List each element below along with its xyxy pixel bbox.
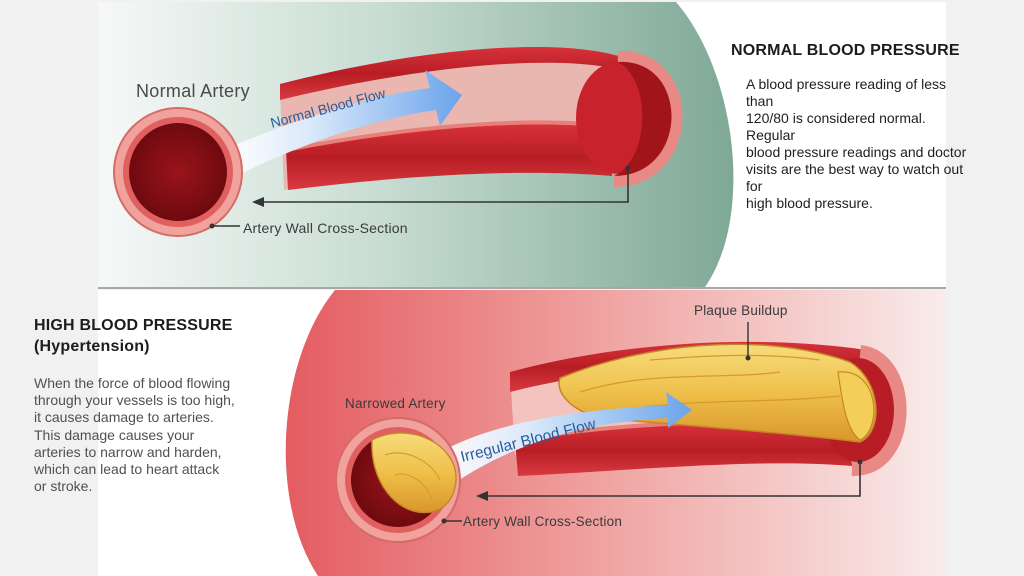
plaque-buildup-label: Plaque Buildup xyxy=(694,303,788,318)
normal-text-line: for xyxy=(746,178,763,194)
high-text-line: which can lead to heart attack xyxy=(34,461,220,478)
normal-pointer-line xyxy=(262,168,629,203)
narrowed-cross-section xyxy=(335,417,461,543)
normal-text-line: 120/80 is considered normal. xyxy=(746,110,926,126)
normal-text-line: than xyxy=(746,93,774,109)
normal-heading: NORMAL BLOOD PRESSURE xyxy=(731,42,960,59)
normal-text-line: Regular xyxy=(746,127,796,143)
normal-text-line: blood pressure readings and doctor xyxy=(746,144,967,160)
normal-text-line: high blood pressure. xyxy=(746,195,873,211)
normal-artery-tube xyxy=(280,46,683,190)
normal-description: A blood pressure reading of less than 12… xyxy=(746,76,1016,212)
normal-cross-section-label: Artery Wall Cross-Section xyxy=(243,220,408,236)
high-text-line: or stroke. xyxy=(34,478,93,495)
high-text-line: through your vessels is too high, xyxy=(34,392,235,409)
normal-text-line: visits are the best way to watch out xyxy=(746,161,964,177)
normal-text-line: A blood pressure reading of less xyxy=(746,76,947,92)
high-text-line: When the force of blood flowing xyxy=(34,375,231,391)
high-text-line: it causes damage to arteries. xyxy=(34,409,214,426)
high-heading: HIGH BLOOD PRESSURE (Hypertension) xyxy=(34,315,233,357)
narrowed-artery-label: Narrowed Artery xyxy=(345,396,446,411)
normal-artery-label: Normal Artery xyxy=(136,81,250,101)
irregular-blood-flow-arrow xyxy=(440,392,692,482)
high-description: When the force of blood flowing through … xyxy=(34,375,274,495)
high-heading-line1: HIGH BLOOD PRESSURE xyxy=(34,317,233,334)
normal-cross-section xyxy=(113,107,243,237)
high-heading-line2: (Hypertension) xyxy=(34,338,150,355)
high-pointer-line xyxy=(486,462,861,497)
high-cross-section-label: Artery Wall Cross-Section xyxy=(463,514,623,529)
high-text-line: arteries to narrow and harden, xyxy=(34,443,222,460)
high-text-line: This damage causes your xyxy=(34,426,195,443)
normal-blood-flow-arrow xyxy=(228,70,462,175)
